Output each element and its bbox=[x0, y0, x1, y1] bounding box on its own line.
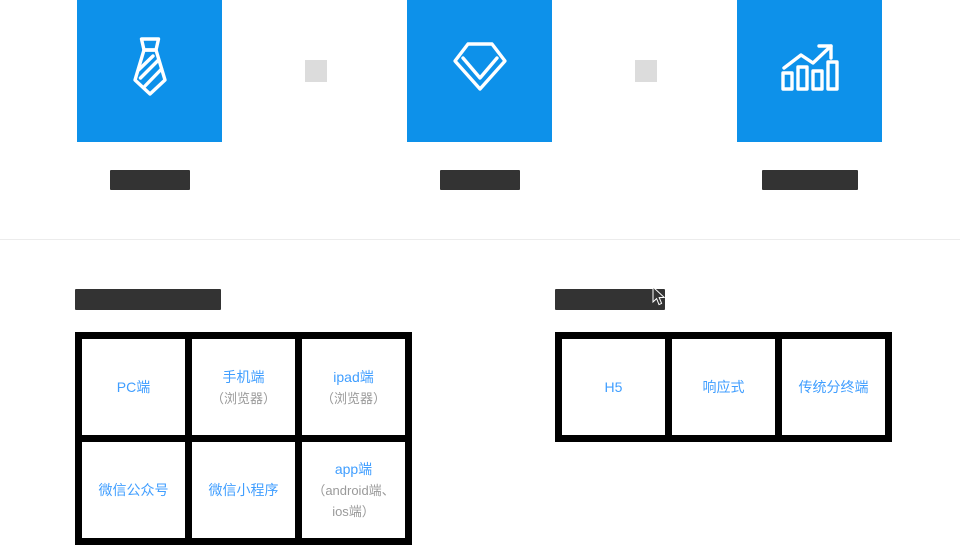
mouse-cursor-icon bbox=[652, 285, 666, 306]
terminal-grid-right: H5 响应式 传统分终端 bbox=[555, 332, 892, 442]
terminal-cell[interactable]: ipad端 （浏览器） bbox=[302, 339, 405, 435]
terminal-cell-sub: （浏览器） bbox=[210, 390, 276, 406]
growth-bar-chart-icon bbox=[779, 38, 841, 94]
terminal-cell-sub: （浏览器） bbox=[320, 390, 386, 406]
terminal-cell-title: 微信公众号 bbox=[98, 482, 169, 498]
terminal-cell[interactable]: 响应式 bbox=[672, 339, 775, 435]
broken-image-placeholder-icon bbox=[635, 60, 657, 82]
terminal-cell[interactable]: 手机端 （浏览器） bbox=[192, 339, 295, 435]
redacted-text bbox=[555, 289, 665, 310]
terminal-cell-title: 手机端 bbox=[222, 368, 265, 385]
terminal-cell-title: app端 bbox=[334, 461, 373, 477]
terminal-cell-title: H5 bbox=[604, 379, 623, 395]
feature-label-0 bbox=[77, 169, 222, 190]
terminal-cell[interactable]: H5 bbox=[562, 339, 665, 435]
terminal-cell[interactable]: app端 （android端、ios端） bbox=[302, 442, 405, 538]
terminal-cell[interactable]: 传统分终端 bbox=[782, 339, 885, 435]
broken-image-placeholder-icon bbox=[305, 60, 327, 82]
panel-left-heading bbox=[75, 289, 221, 310]
panel-right-heading bbox=[555, 289, 665, 310]
diamond-gem-icon bbox=[449, 38, 511, 94]
terminal-cell-sub: （android端、ios端） bbox=[312, 483, 395, 519]
feature-strip bbox=[0, 0, 960, 239]
redacted-text bbox=[439, 169, 520, 190]
feature-card-0[interactable] bbox=[77, 0, 222, 190]
terminal-grid-left: PC端 手机端 （浏览器） ipad端 （浏览器） 微信公众号 微信小程序 ap… bbox=[75, 332, 412, 545]
redacted-text bbox=[75, 289, 221, 310]
feature-tile-1[interactable] bbox=[407, 0, 552, 142]
feature-tile-2[interactable] bbox=[737, 0, 882, 142]
section-divider bbox=[0, 239, 960, 240]
terminal-cell-title: 响应式 bbox=[702, 379, 745, 395]
terminal-cell[interactable]: 微信小程序 bbox=[192, 442, 295, 538]
feature-card-2[interactable] bbox=[737, 0, 882, 190]
terminal-cell-title: 传统分终端 bbox=[798, 379, 869, 395]
terminal-cell[interactable]: 微信公众号 bbox=[82, 442, 185, 538]
terminal-cell-title: 微信小程序 bbox=[208, 482, 279, 498]
necktie-icon bbox=[122, 32, 178, 100]
feature-label-1 bbox=[407, 169, 552, 190]
redacted-text bbox=[109, 169, 190, 190]
terminal-cell-title: PC端 bbox=[116, 379, 151, 395]
terminal-panels: PC端 手机端 （浏览器） ipad端 （浏览器） 微信公众号 微信小程序 ap… bbox=[0, 240, 960, 552]
feature-tile-0[interactable] bbox=[77, 0, 222, 142]
feature-label-2 bbox=[737, 169, 882, 190]
terminal-cell[interactable]: PC端 bbox=[82, 339, 185, 435]
feature-card-1[interactable] bbox=[407, 0, 552, 190]
terminal-cell-title: ipad端 bbox=[333, 368, 374, 385]
redacted-text bbox=[761, 169, 858, 190]
